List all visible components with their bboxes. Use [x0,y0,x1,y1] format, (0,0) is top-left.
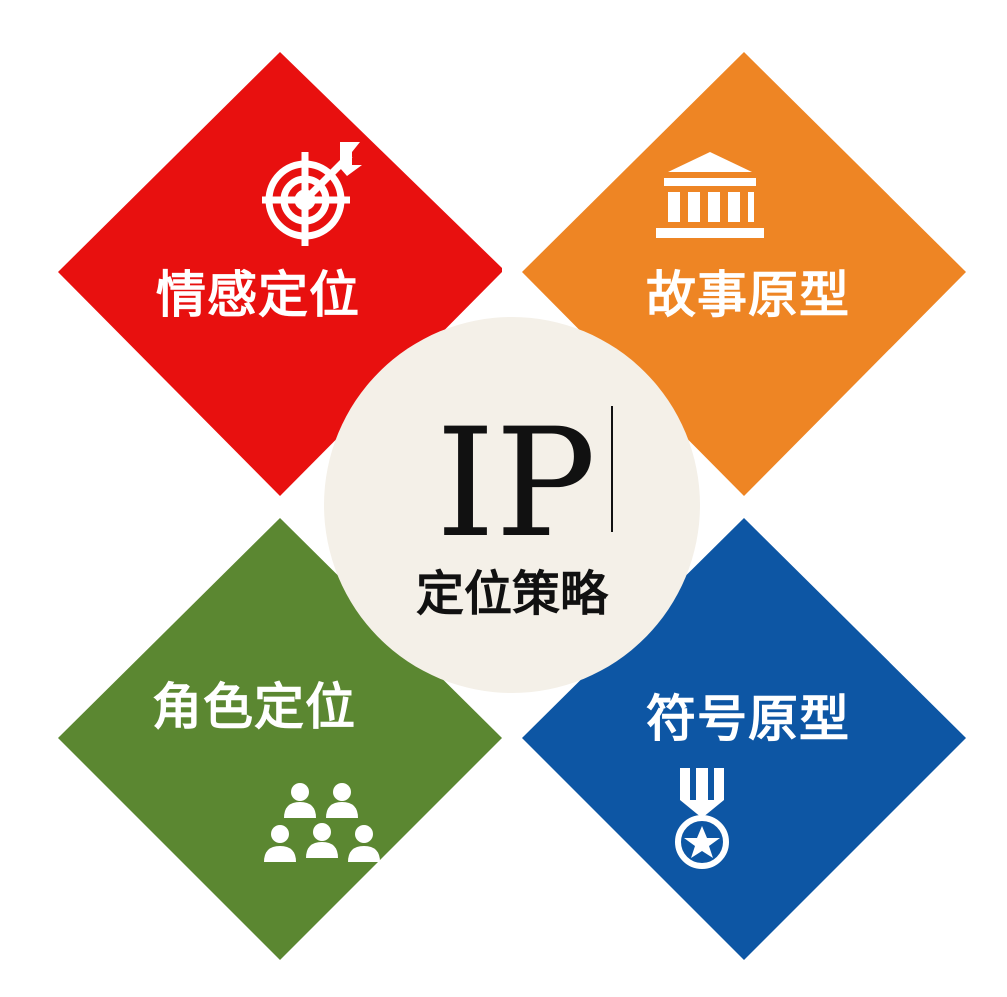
target-icon [262,142,362,246]
center-circle [324,317,700,693]
quadrant-label-symbol: 符号原型 [646,690,850,748]
quadrant-label-story: 故事原型 [646,266,850,324]
quadrant-emotion-positioning: 情感定位 [58,52,502,496]
center-title: IP [436,397,596,571]
medal-icon [675,768,729,869]
center-badge: IP 定位策略 [324,317,700,693]
quadrant-label-emotion: 情感定位 [156,266,360,324]
quadrant-story-archetype: 故事原型 [522,52,966,496]
quadrant-label-character: 角色定位 [152,678,356,736]
center-subtitle: 定位策略 [416,566,609,622]
quadrant-top-right-shape [522,52,966,496]
bank-icon [656,152,764,238]
people-group-icon [264,783,380,862]
quadrant-top-left-shape [58,52,502,496]
